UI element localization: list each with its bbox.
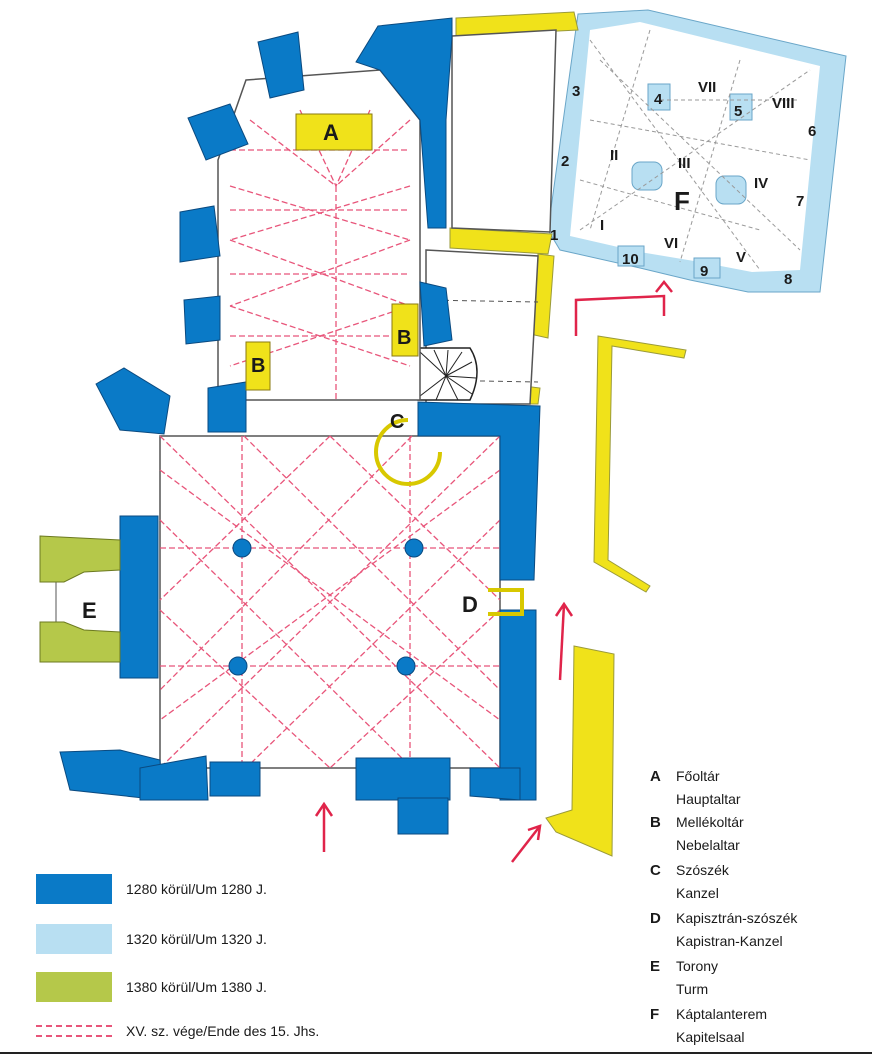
vaulting-15th-century: [159, 109, 501, 769]
chapter-house: [547, 9, 847, 293]
main-altar: [295, 113, 373, 151]
chapter-num-8: 8: [784, 271, 792, 288]
chapter-roman-II: II: [610, 147, 618, 164]
tower-1380: [39, 535, 121, 663]
nave-piers: [228, 538, 424, 676]
entrance-arrows: [314, 279, 673, 863]
legend-label-1380: 1380 körül/Um 1380 J.: [126, 979, 267, 995]
legend-row-1380: 1380 körül/Um 1380 J.: [36, 972, 267, 1002]
label-C: C: [390, 411, 404, 433]
capistran-pulpit: [488, 588, 524, 616]
chapter-roman-III: III: [678, 155, 691, 172]
side-altar-left: [245, 341, 271, 391]
legend-row-15th: XV. sz. vége/Ende des 15. Jhs.: [36, 1016, 319, 1046]
chapter-roman-IV: IV: [754, 175, 768, 192]
chapter-num-1: 1: [550, 227, 558, 244]
arrow-icon-chapter: [574, 279, 673, 336]
chapter-num-3: 3: [572, 83, 580, 100]
chapter-roman-V: V: [736, 249, 746, 266]
sacristy: [417, 29, 557, 405]
label-A: A: [323, 120, 339, 145]
bottom-rule: [0, 1052, 872, 1054]
arrow-icon-south: [314, 801, 334, 852]
chapter-num-6: 6: [808, 123, 816, 140]
chapter-num-9: 9: [700, 263, 708, 280]
swatch-1280: [36, 874, 112, 904]
legend-row-1320: 1320 körül/Um 1320 J.: [36, 924, 267, 954]
chapter-num-10: 10: [622, 251, 639, 268]
legend-label-1280: 1280 körül/Um 1280 J.: [126, 881, 267, 897]
label-E: E: [82, 598, 97, 623]
chapter-roman-VI: VI: [664, 235, 678, 252]
chapter-num-5: 5: [734, 103, 742, 120]
chapter-num-2: 2: [561, 153, 569, 170]
legend-label-15th: XV. sz. vége/Ende des 15. Jhs.: [126, 1023, 320, 1039]
yellow-structures: [449, 11, 687, 857]
chapter-roman-VIII: VIII: [772, 95, 795, 112]
side-altar-right: [391, 303, 419, 357]
pulpit: [374, 418, 442, 486]
label-D: D: [462, 592, 478, 617]
chapter-roman-VII: VII: [698, 79, 716, 96]
label-F: F: [674, 186, 690, 216]
label-B-right: B: [397, 327, 411, 349]
legend-row-1280: 1280 körül/Um 1280 J.: [36, 874, 267, 904]
chapter-num-7: 7: [796, 193, 804, 210]
swatch-1320: [36, 924, 112, 954]
chapter-roman-I: I: [600, 217, 604, 234]
legend-label-1320: 1320 körül/Um 1320 J.: [126, 931, 267, 947]
arrow-icon-southeast: [511, 824, 542, 863]
chapter-vault-lines: [579, 29, 811, 271]
walls-1280: [59, 17, 541, 835]
swatch-15th-century: [36, 1025, 112, 1037]
label-B-left: B: [251, 355, 265, 377]
swatch-1380: [36, 972, 112, 1002]
arrow-icon-east: [554, 601, 574, 681]
spiral-stair: [417, 347, 478, 401]
altars: [245, 113, 524, 616]
chapter-num-4: 4: [654, 91, 663, 108]
